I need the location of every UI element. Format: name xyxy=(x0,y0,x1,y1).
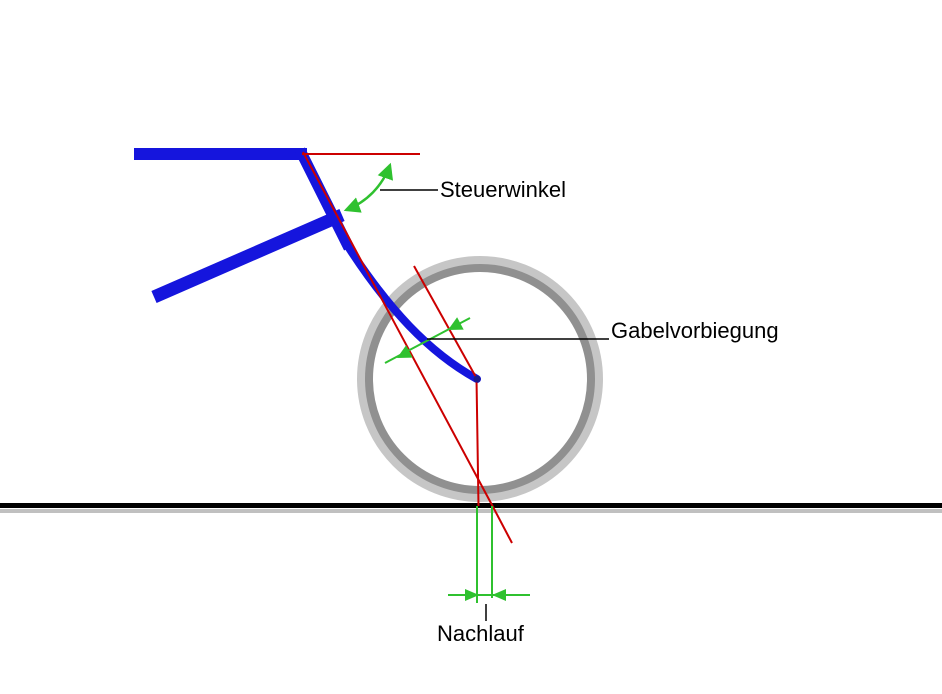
steering-angle-arc xyxy=(343,162,394,213)
trail-arrow-left xyxy=(465,589,479,601)
head-tube xyxy=(295,147,354,251)
fork-offset-arrow-lower xyxy=(397,345,413,358)
wheel-rim-outer xyxy=(357,256,603,502)
axle-parallel-line xyxy=(413,265,478,380)
ground-line xyxy=(0,503,942,508)
ground-shadow-line xyxy=(0,509,942,513)
fork-offset-label: Gabelvorbiegung xyxy=(611,318,779,343)
fork-offset-arrow-upper xyxy=(448,317,464,330)
steering-angle-label: Steuerwinkel xyxy=(440,177,566,202)
axle-vertical-line xyxy=(475,377,480,507)
trail-arrow-right xyxy=(492,589,506,601)
wheel-rim-inner xyxy=(365,264,595,494)
down-tube xyxy=(151,209,345,303)
fork-blade xyxy=(345,244,481,383)
trail-label: Nachlauf xyxy=(437,621,525,646)
axle-point xyxy=(473,375,481,383)
steering-axis-line xyxy=(302,151,513,544)
